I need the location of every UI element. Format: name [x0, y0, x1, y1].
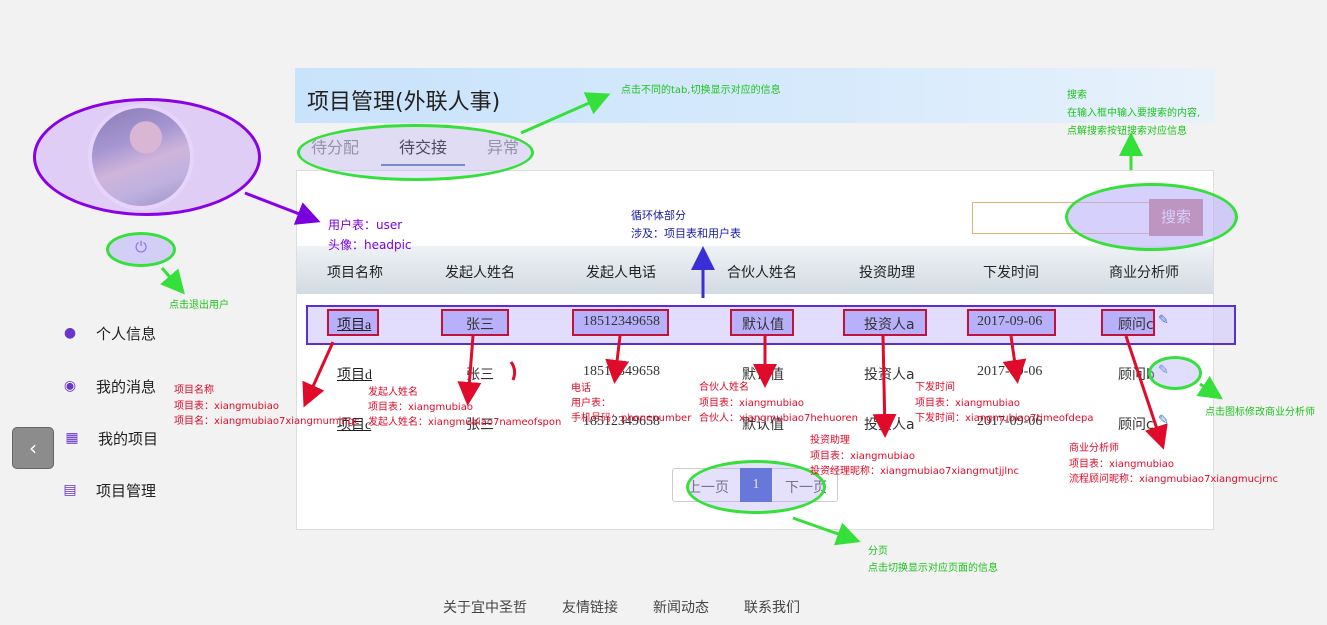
sidebar-item-label: 我的项目 [98, 429, 159, 448]
annotation-sponsor-line: 发起人姓名：xiangmubiao7nameofspon [368, 417, 562, 428]
sponsor-phone: 18512349658 [583, 414, 660, 429]
annotation-assistant-line: 投资经理昵称：xiangmubiao7xiangmutjjlnc [810, 466, 1020, 477]
annotation-analyst-line: 项目表：xiangmubiao [1069, 459, 1174, 470]
annotation-ellipse-edit [1148, 356, 1202, 390]
footer-link-friends[interactable]: 友情链接 [562, 600, 618, 616]
edit-icon[interactable]: ✎ [1158, 313, 1169, 328]
project-name-link[interactable]: 项目a [337, 318, 372, 333]
annotation-user-table: 用户表：user [328, 218, 403, 232]
annotation-user-headpic: 头像：headpic [328, 238, 412, 252]
sponsor-phone: 18512349658 [583, 314, 660, 329]
sponsor-name: 张三 [466, 417, 494, 433]
footer-link-about[interactable]: 关于宜中圣哲 [443, 600, 527, 616]
annotation-analyst-line: 流程顾问昵称：xiangmubiao7xiangmucjrnc [1069, 474, 1278, 485]
sidebar-item-label: 个人信息 [96, 324, 157, 343]
table-header: 项目名称 发起人姓名 发起人电话 合伙人姓名 投资助理 下发时间 商业分析师 [297, 246, 1213, 294]
business-analyst: 顾问c [1118, 317, 1154, 333]
column-header: 商业分析师 [1109, 265, 1179, 281]
annotation-loop-tables: 涉及：项目表和用户表 [631, 227, 741, 240]
annotation-phone-line: 手机号码：phonenumber [571, 413, 692, 424]
annotation-time-line: 项目表：xiangmubiao [915, 398, 1020, 409]
cell-highlight [572, 309, 669, 336]
annotation-logout-note: 点击退出用户 [169, 300, 229, 311]
issue-date: 2017-09-06 [977, 364, 1043, 379]
cell-highlight [327, 309, 379, 336]
annotation-name-line: 项目名：xiangmubiao7xiangmumingc [174, 416, 360, 427]
annotation-tab-note: 点击不同的tab,切换显示对应的信息 [621, 85, 781, 96]
business-analyst: 顾问c [1118, 417, 1154, 433]
column-header: 下发时间 [983, 265, 1039, 281]
cell-highlight [730, 309, 794, 336]
annotation-edit-note: 点击图标修改商业分析师 [1205, 407, 1315, 418]
user-icon: ● [63, 325, 77, 341]
annotation-partner-line: 合伙人：xiangmubiao7hehuoren [699, 413, 858, 424]
sidebar-item-label: 我的消息 [96, 377, 157, 396]
partner-name: 默认值 [742, 317, 784, 333]
annotation-partner-line: 项目表：xiangmubiao [699, 398, 804, 409]
annotation-search-line: 在输入框中输入要搜索的内容, [1067, 108, 1201, 119]
annotation-pager-title: 分页 [868, 546, 888, 557]
cell-highlight [1101, 309, 1155, 336]
annotation-sponsor-title: 发起人姓名 [368, 387, 418, 398]
annotation-search-title: 搜索 [1067, 90, 1087, 101]
annotation-phone-title: 电话 [571, 383, 591, 394]
annotation-name-title: 项目名称 [174, 385, 214, 396]
project-name-link[interactable]: 项目c [337, 418, 372, 433]
annotation-name-line: 项目表：xiangmubiao [174, 401, 279, 412]
annotation-time-title: 下发时间 [915, 382, 955, 393]
column-header: 发起人姓名 [445, 265, 515, 281]
annotation-sponsor-line: 项目表：xiangmubiao [368, 402, 473, 413]
annotation-assistant-title: 投资助理 [810, 435, 850, 446]
sidebar-item-project-management[interactable]: ▤ 项目管理 [60, 475, 156, 505]
collapse-sidebar-button[interactable]: ‹ [12, 427, 54, 469]
annotation-ellipse-search [1065, 183, 1238, 251]
footer-link-news[interactable]: 新闻动态 [653, 600, 709, 616]
annotation-ellipse-avatar [33, 98, 261, 216]
annotation-ellipse-pagination [686, 460, 826, 514]
investment-assistant: 投资人a [864, 417, 915, 433]
project-name-link[interactable]: 项目d [337, 368, 372, 383]
list-card-icon: ▤ [63, 482, 77, 498]
title-bar: 项目管理(外联人事) [295, 68, 1215, 123]
page-title: 项目管理(外联人事) [307, 90, 501, 115]
sponsor-phone: 18512349658 [583, 364, 660, 379]
annotation-ellipse-tabs [297, 124, 534, 181]
annotation-search-line: 点解搜索按钮搜索对应信息 [1067, 126, 1187, 137]
sidebar-item-messages[interactable]: ◉ 我的消息 [60, 371, 156, 401]
annotation-ellipse-logout [106, 232, 176, 267]
annotation-time-line: 下发时间：xiangmubiao7timeofdepa [915, 413, 1094, 424]
comments-icon: ◉ [63, 378, 77, 394]
issue-date: 2017-09-06 [977, 314, 1043, 329]
annotation-analyst-title: 商业分析师 [1069, 443, 1119, 454]
sidebar-item-profile[interactable]: ● 个人信息 [60, 318, 156, 348]
annotation-partner-title: 合伙人姓名 [699, 382, 749, 393]
issue-date: 2017-09-06 [977, 414, 1043, 429]
cell-highlight [441, 309, 509, 336]
annotation-loop-title: 循环体部分 [631, 209, 686, 222]
cell-highlight [843, 309, 927, 336]
sponsor-name: 张三 [466, 367, 494, 383]
sidebar-item-label: 项目管理 [96, 481, 157, 500]
sponsor-name: 张三 [466, 317, 494, 333]
annotation-pager-line: 点击切换显示对应页面的信息 [868, 563, 998, 574]
cubes-icon: ▦ [65, 430, 79, 446]
footer-link-contact[interactable]: 联系我们 [744, 600, 800, 616]
column-header: 投资助理 [859, 265, 915, 281]
column-header: 合伙人姓名 [727, 265, 797, 281]
chevron-left-icon: ‹ [29, 436, 37, 460]
column-header: 发起人电话 [586, 265, 656, 281]
column-header: 项目名称 [327, 265, 383, 281]
annotation-assistant-line: 项目表：xiangmubiao [810, 451, 915, 462]
cell-highlight [967, 309, 1056, 336]
annotation-phone-line: 用户表： [571, 398, 611, 409]
sidebar-item-my-projects[interactable]: ▦ 我的项目 [62, 423, 158, 453]
investment-assistant: 投资人a [864, 317, 915, 333]
investment-assistant: 投资人a [864, 367, 915, 383]
partner-name: 默认值 [742, 417, 784, 433]
edit-icon[interactable]: ✎ [1158, 413, 1169, 428]
